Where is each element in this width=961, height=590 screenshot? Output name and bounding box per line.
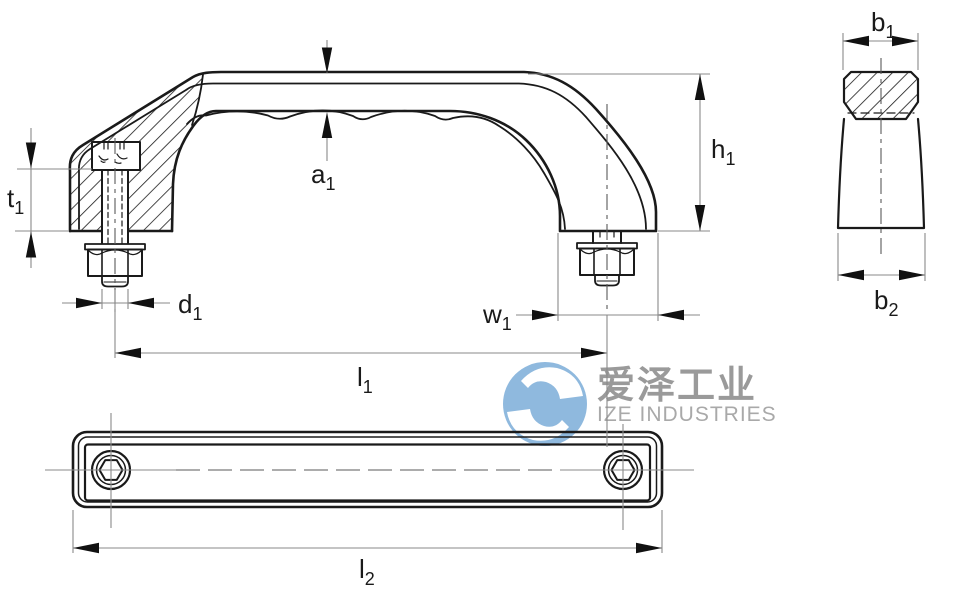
crosshair-screw-right	[560, 424, 694, 530]
end-view-body	[836, 117, 926, 230]
arrow-l2-right	[636, 542, 662, 554]
watermark-text-cn: 爱泽工业	[597, 365, 757, 407]
arrow-l2-left	[73, 542, 99, 554]
dim-w1-lines	[516, 233, 700, 321]
arrow-w1-left	[532, 309, 558, 321]
arrow-h1-bottom	[694, 205, 706, 231]
arrow-t1-top	[25, 142, 37, 169]
dim-label-w1: w1	[482, 299, 512, 334]
arrow-a1-bottom	[321, 112, 333, 138]
screw-head-left	[91, 141, 141, 171]
arrow-h1-top	[694, 74, 706, 100]
section-cut-line	[191, 73, 204, 126]
screw-head-ticks	[103, 142, 125, 150]
dimension-labels: t1 a1 h1 d1 w1 l1 l2 b1 b2	[7, 7, 898, 589]
arrow-l1-right	[581, 347, 607, 359]
finger-groove-line	[186, 109, 566, 230]
handle-fillet-line	[77, 82, 647, 230]
dim-label-h1: h1	[711, 134, 735, 169]
top-view-inner	[83, 443, 652, 502]
watermark-logo-swoosh-top	[521, 367, 583, 399]
arrow-b2-left	[838, 269, 864, 281]
watermark: 爱泽工业 IZE INDUSTRIES	[503, 362, 777, 446]
arrow-w1-right	[658, 309, 684, 321]
dim-label-b2: b2	[874, 285, 898, 320]
crosshair-screw-left	[45, 413, 176, 528]
screw-shank-left	[101, 169, 129, 244]
dim-label-d1: d1	[178, 289, 202, 324]
mounting-screw-left	[84, 141, 146, 288]
arrow-b1-left	[843, 35, 869, 47]
dim-l2-lines	[72, 510, 663, 553]
arrow-d1-right	[128, 297, 154, 309]
arrow-d1-left	[76, 297, 102, 309]
dim-l1-lines	[114, 290, 608, 447]
arrow-a1-top	[321, 47, 333, 74]
dim-h1-lines	[528, 73, 710, 232]
screw-head-pocket	[92, 142, 140, 170]
arrow-b1-right	[892, 35, 918, 47]
dim-label-t1: t1	[7, 183, 24, 218]
hex-nut-left-facets	[101, 248, 129, 277]
screw-stub-ticks	[599, 230, 615, 238]
dim-label-l2: l2	[359, 554, 375, 589]
watermark-text-en: IZE INDUSTRIES	[597, 403, 777, 426]
screw-tip-left	[101, 275, 129, 288]
arrow-l1-left	[115, 347, 141, 359]
dimension-arrows	[25, 35, 925, 554]
part-views	[68, 70, 926, 509]
screw-thread-hidden-left	[107, 169, 123, 244]
hex-nut-right-facets	[593, 247, 621, 276]
front-view	[68, 70, 658, 288]
dim-label-a1: a1	[311, 159, 335, 194]
screw-stub-right	[592, 230, 622, 244]
dim-label-l1: l1	[357, 362, 373, 397]
centerlines	[114, 58, 882, 471]
screw-head-marks	[98, 153, 128, 164]
hex-nut-right-chamfer	[580, 248, 634, 255]
dimension-lines	[15, 33, 926, 553]
dim-label-b1: b1	[871, 7, 895, 42]
arrow-t1-bottom	[25, 231, 37, 258]
arrow-b2-right	[899, 269, 925, 281]
